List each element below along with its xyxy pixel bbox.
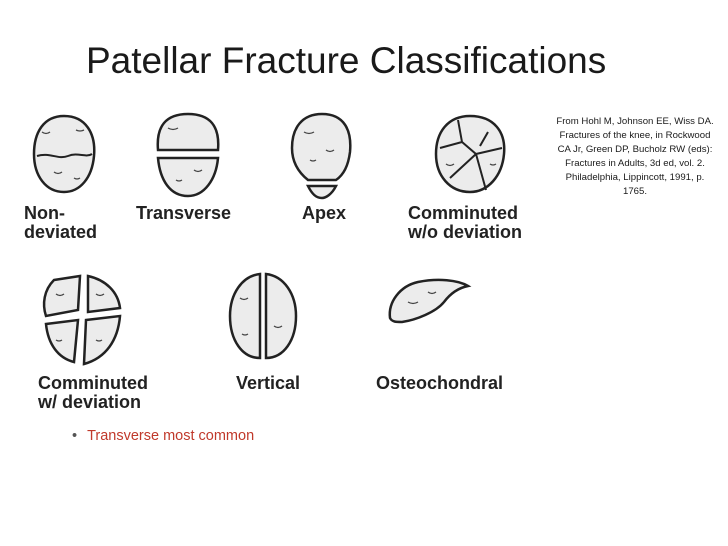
patella-transverse-icon — [156, 112, 220, 198]
citation-line: Philadelphia, Lippincott, 1991, p. — [565, 172, 705, 183]
citation-line: From Hohl M, Johnson EE, Wiss DA. — [556, 116, 714, 127]
citation-line: Fractures of the knee, in Rockwood — [559, 130, 711, 141]
patella-comminuted-icon — [434, 114, 506, 194]
patella-osteochondral-icon — [388, 278, 472, 324]
patella-nondeviated-icon — [32, 114, 96, 194]
figure-label: Apex — [302, 203, 347, 223]
figure-label: Transverse — [136, 203, 232, 223]
figure-label: Comminuted w/ deviation — [38, 373, 148, 412]
figure-label: Comminuted w/o deviation — [408, 203, 523, 242]
citation-line: Fractures in Adults, 3d ed, vol. 2. — [565, 158, 705, 169]
figure-label: Vertical — [236, 373, 301, 393]
patella-comminuted-deviated-icon — [42, 274, 122, 366]
figure-label: Non- deviated — [24, 203, 98, 242]
patella-vertical-icon — [228, 272, 298, 360]
bullet-marker: • — [72, 428, 78, 444]
citation: From Hohl M, Johnson EE, Wiss DA. Fractu… — [540, 115, 728, 199]
bullet-text: Transverse most common — [87, 428, 255, 444]
slide-title: Patellar Fracture Classifications — [86, 40, 607, 81]
fracture-figure: Non- deviated Transverse Apex Comminuted… — [0, 100, 540, 420]
bullet-item: • Transverse most common — [72, 428, 254, 444]
figure-label: Osteochondral — [376, 373, 504, 393]
patella-apex-icon — [290, 112, 352, 200]
citation-line: 1765. — [622, 186, 647, 197]
citation-line: CA Jr, Green DP, Bucholz RW (eds): — [557, 144, 713, 155]
